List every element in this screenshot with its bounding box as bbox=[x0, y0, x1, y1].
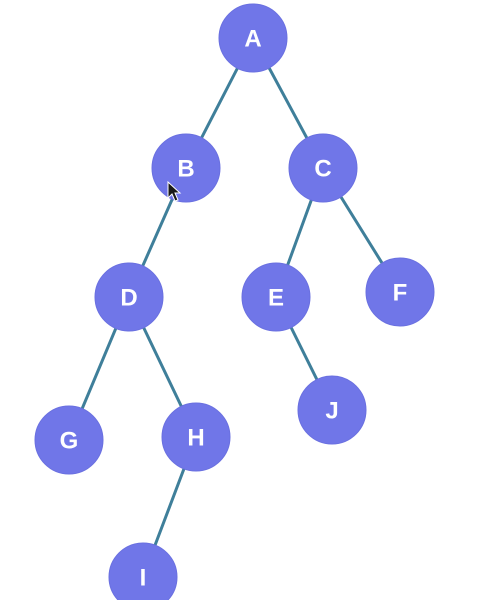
node-circle-g bbox=[34, 405, 104, 475]
node-f: F bbox=[365, 257, 435, 327]
node-d: D bbox=[94, 262, 164, 332]
node-i: I bbox=[108, 542, 178, 600]
node-e: E bbox=[241, 262, 311, 332]
node-label-j: J bbox=[325, 398, 338, 425]
node-circle-f bbox=[365, 257, 435, 327]
node-label-d: D bbox=[120, 285, 137, 312]
node-circle-i bbox=[108, 542, 178, 600]
node-circle-d bbox=[94, 262, 164, 332]
node-label-g: G bbox=[60, 428, 79, 455]
node-j: J bbox=[297, 375, 367, 445]
node-circle-j bbox=[297, 375, 367, 445]
node-circle-c bbox=[288, 133, 358, 203]
node-label-b: B bbox=[177, 156, 194, 183]
node-label-f: F bbox=[393, 280, 408, 307]
nodes-layer: A B C D E F G H I J bbox=[34, 3, 435, 600]
node-circle-e bbox=[241, 262, 311, 332]
node-circle-a bbox=[218, 3, 288, 73]
node-circle-h bbox=[161, 402, 231, 472]
node-label-e: E bbox=[268, 285, 284, 312]
mouse-pointer-icon bbox=[167, 180, 182, 202]
node-label-c: C bbox=[314, 156, 331, 183]
node-g: G bbox=[34, 405, 104, 475]
node-b: B bbox=[151, 133, 221, 203]
node-label-a: A bbox=[244, 26, 261, 53]
node-c: C bbox=[288, 133, 358, 203]
node-label-h: H bbox=[187, 425, 204, 452]
node-h: H bbox=[161, 402, 231, 472]
node-label-i: I bbox=[140, 565, 147, 592]
node-a: A bbox=[218, 3, 288, 73]
